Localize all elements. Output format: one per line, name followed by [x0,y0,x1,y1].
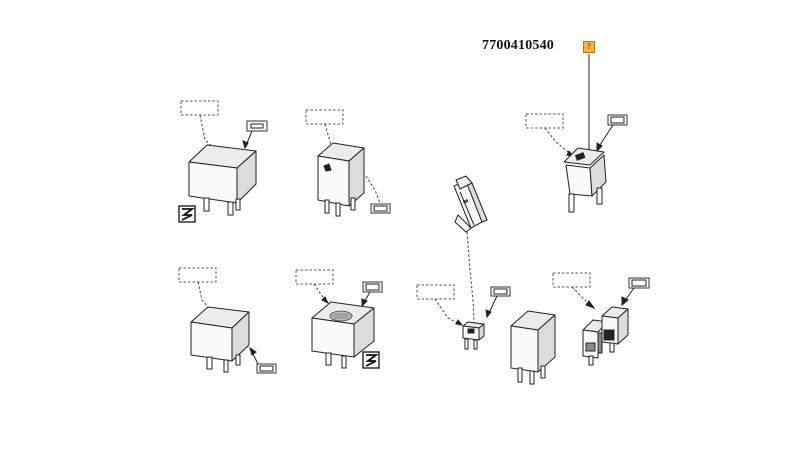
relay-pin [335,202,341,217]
relay-pin [235,198,241,211]
fuse-window [467,328,475,334]
arrow-head [242,140,249,150]
relay-front [190,321,233,362]
vent-grille-lines [332,313,350,319]
fuse-blade [596,187,603,205]
arrow-head [321,296,330,305]
relay-pin [529,370,535,385]
callout-symbol [373,205,388,212]
callout-symbol [365,283,380,291]
relay-pin [341,355,347,369]
fuse-blade [464,338,469,350]
leader-line [199,114,215,149]
callout-box[interactable] [362,281,383,293]
relay-pin [325,352,332,366]
reference-label-box[interactable] [180,100,219,116]
arrow-head [455,319,464,326]
fuse-side [617,308,629,345]
part-marker-icon[interactable]: ? [583,41,595,53]
relay-3[interactable] [178,267,277,374]
relay-front [188,161,238,204]
relay-2[interactable] [305,109,391,217]
relay-pin [324,199,330,214]
holder-head [455,175,473,190]
relay-front [317,155,350,207]
relay-pin [350,197,356,211]
fuse-side [478,323,485,341]
relay-side [236,150,257,204]
reference-label-box[interactable] [416,284,455,300]
holder-base [454,214,472,233]
relay-pin [206,356,213,370]
mini-fuse[interactable] [416,284,511,350]
arrow-head [585,300,596,310]
arrow-head [621,296,629,307]
fuse-window [585,342,596,352]
relay-side [537,314,556,373]
fuse-blade [609,342,615,353]
fuse-blade [473,339,478,350]
reference-label-box[interactable] [552,272,591,288]
callout-box[interactable] [370,203,391,214]
fuse-band [597,332,603,354]
fuse-body [565,164,593,197]
leader-line [365,175,381,204]
leader-line [544,127,573,156]
fuse-side [589,154,607,197]
ground-symbol-icon [178,205,196,223]
relay-pin [223,359,229,373]
callout-box[interactable] [246,120,268,132]
fuse-window [574,152,586,161]
callout-box[interactable] [607,114,628,126]
relay-notch [323,163,332,172]
fuse-blade [588,355,594,366]
arrow-head [485,309,492,319]
arrow-head [596,142,603,153]
relay-pin [540,365,546,379]
leader-line [197,281,210,309]
callout-symbol [259,365,274,372]
ground-symbol-icon [362,351,380,369]
dual-fuse[interactable] [552,272,650,366]
relay-side [348,147,365,207]
maxi-fuse[interactable] [525,54,628,213]
reference-label-box[interactable] [305,109,344,125]
holder-ridge [459,191,475,226]
relay-pin [203,197,210,212]
leader-line [466,231,475,323]
arrow-head [361,298,368,308]
fuse-holder[interactable] [453,175,488,233]
part-number-leader [585,54,590,157]
callout-symbol [631,279,647,287]
relay-side [231,311,250,362]
fuse-window [603,329,615,341]
leader-line [597,124,614,149]
callout-symbol [610,116,625,124]
callout-box[interactable] [628,277,650,289]
reference-label-box[interactable] [525,113,564,129]
relay-pin [517,367,523,383]
arrow-head [249,346,257,356]
callout-box[interactable] [256,363,277,374]
relay-front [510,325,539,373]
reference-label-box[interactable] [295,269,334,285]
callout-symbol [250,123,264,129]
relay-pin [235,354,241,366]
callout-box[interactable] [490,286,511,297]
part-number-label[interactable]: 7700410540 [482,38,554,53]
leader-line [313,283,329,304]
relay-4[interactable] [295,269,383,369]
relay-5[interactable] [510,310,556,385]
reference-label-box[interactable] [178,267,217,283]
relay-pin [227,201,234,216]
fuse-blade [568,193,575,213]
callout-symbol [493,288,508,295]
relay-1[interactable] [178,100,268,223]
relay-side [353,307,375,358]
relay-front [311,317,355,358]
